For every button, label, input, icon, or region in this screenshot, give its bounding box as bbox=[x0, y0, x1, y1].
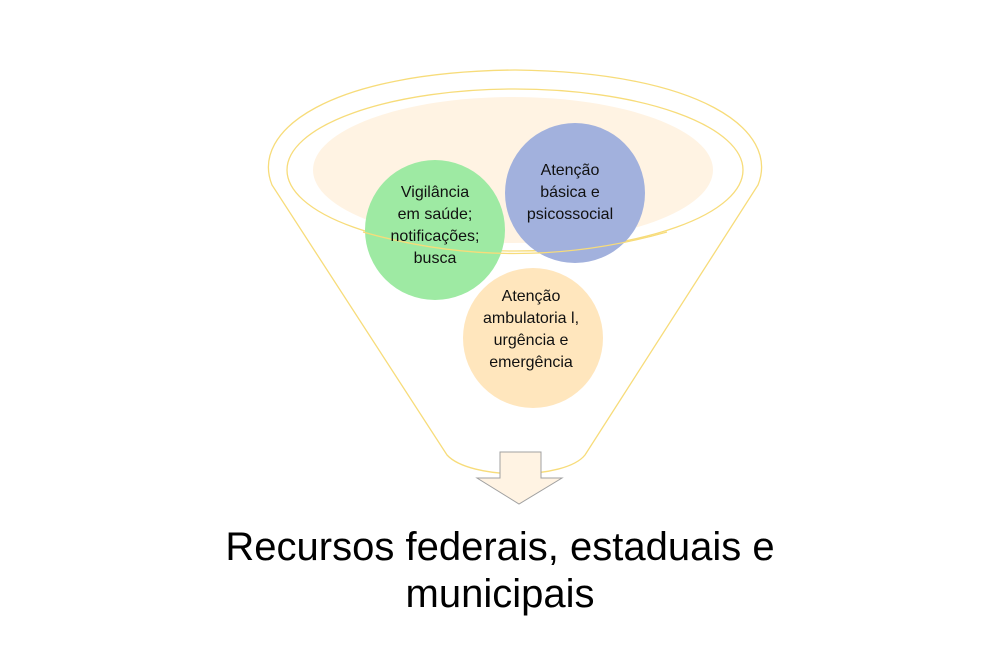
label-line: em saúde; bbox=[397, 206, 473, 223]
circle-label-vigilancia: Vigilância em saúde; notificações; busca bbox=[370, 182, 500, 270]
label-line: psicossocial bbox=[526, 206, 614, 223]
down-arrow-icon bbox=[475, 451, 564, 505]
caption-line: Recursos federais, estaduais e bbox=[225, 525, 775, 569]
label-line: Atenção bbox=[540, 162, 600, 179]
label-line: Vigilância bbox=[400, 184, 470, 201]
circle-label-atencao-basica: Atenção básica e psicossocial bbox=[505, 160, 635, 226]
label-line: notificações; bbox=[390, 228, 480, 245]
label-line: urgência e bbox=[493, 332, 569, 349]
label-line: básica e bbox=[540, 184, 600, 201]
label-line: emergência bbox=[489, 354, 573, 371]
label-line: Atenção bbox=[501, 288, 561, 305]
label-line: ambulatoria l, bbox=[482, 310, 580, 327]
circle-atencao-ambulatorial bbox=[463, 268, 603, 408]
inner-rim-front bbox=[362, 231, 668, 255]
circle-vigilancia bbox=[365, 160, 505, 300]
caption-line: municipais bbox=[405, 572, 595, 616]
circle-label-atencao-ambulatorial: Atenção ambulatoria l, urgência e emergê… bbox=[466, 286, 596, 374]
circle-atencao-basica bbox=[505, 123, 645, 263]
label-line: busca bbox=[413, 250, 457, 267]
caption: Recursos federais, estaduais e municipai… bbox=[0, 524, 1000, 618]
funnel-inner-rim bbox=[286, 88, 744, 252]
